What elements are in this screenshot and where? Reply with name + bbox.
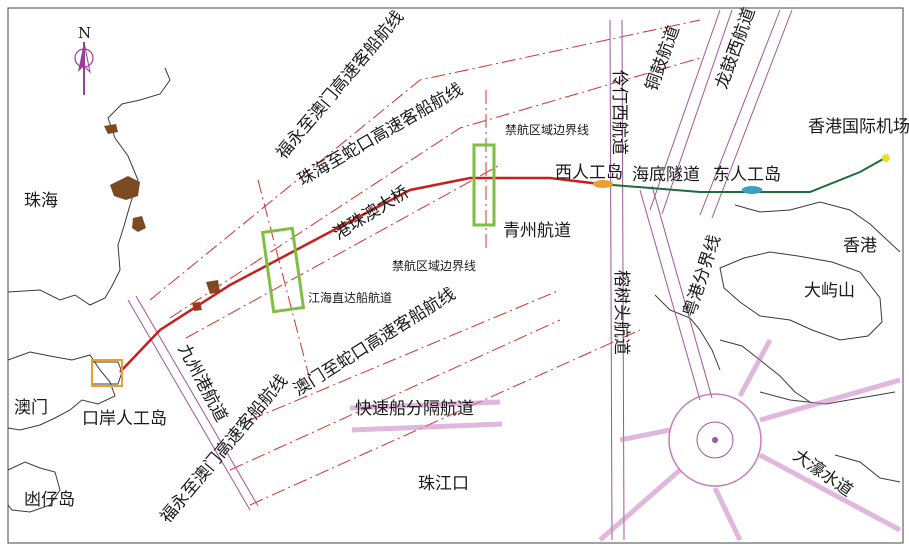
label-rongshutou-channel: 榕树头航道 [611,270,631,355]
label-qingzhou-channel: 青州航道 [503,221,571,241]
label-fast-ferry-sep: 快速船分隔航道 [355,399,474,419]
label-macau: 澳门 [14,398,48,418]
map-border [7,7,904,544]
label-tunnel: 海底隧道 [632,165,700,185]
label-hong-kong: 香港 [843,236,877,256]
north-label: N [78,24,91,42]
navigation-spans [260,143,496,314]
label-lingding-west-channel: 伶仃西航道 [609,70,629,155]
label-jiuzhou-channel: 九州港航道 [174,341,232,425]
label-kouan-island: 口岸人工岛 [82,409,167,429]
label-pearl-river-mouth: 珠江口 [418,474,469,494]
label-no-nav-bottom: 禁航区域边界线 [392,258,476,273]
north-arrow-icon: N [74,24,94,95]
ferry-routes [149,19,701,506]
label-tonggu-channel: 铜鼓航道 [642,23,684,94]
label-nazai-island: 凼仔岛 [24,490,75,510]
east-island-marker [742,186,762,194]
reefs [104,124,220,311]
label-no-nav-top: 禁航区域边界线 [505,122,589,137]
coastline-east [654,201,901,483]
label-west-island: 西人工岛 [555,163,623,183]
label-lantau: 大屿山 [804,281,855,301]
label-zhuhai: 珠海 [24,191,58,211]
label-hk-airport: 香港国际机场 [808,117,909,137]
label-east-island: 东人工岛 [713,165,781,185]
label-hk-boundary: 粤港分界线 [680,233,725,320]
label-jianghai-channel: 江海直达船航道 [308,290,392,305]
port-island-outline [91,359,123,387]
label-fuyong-macau-bottom: 福永至澳门高速客船航线 [157,371,293,527]
label-bridge-name: 港珠澳大桥 [330,182,413,244]
traffic-separation [349,338,902,542]
bridge-route [119,154,890,373]
shipping-channels [127,9,793,541]
west-island-marker [593,180,613,188]
coastline-west [7,67,171,513]
airport-marker [882,154,890,162]
